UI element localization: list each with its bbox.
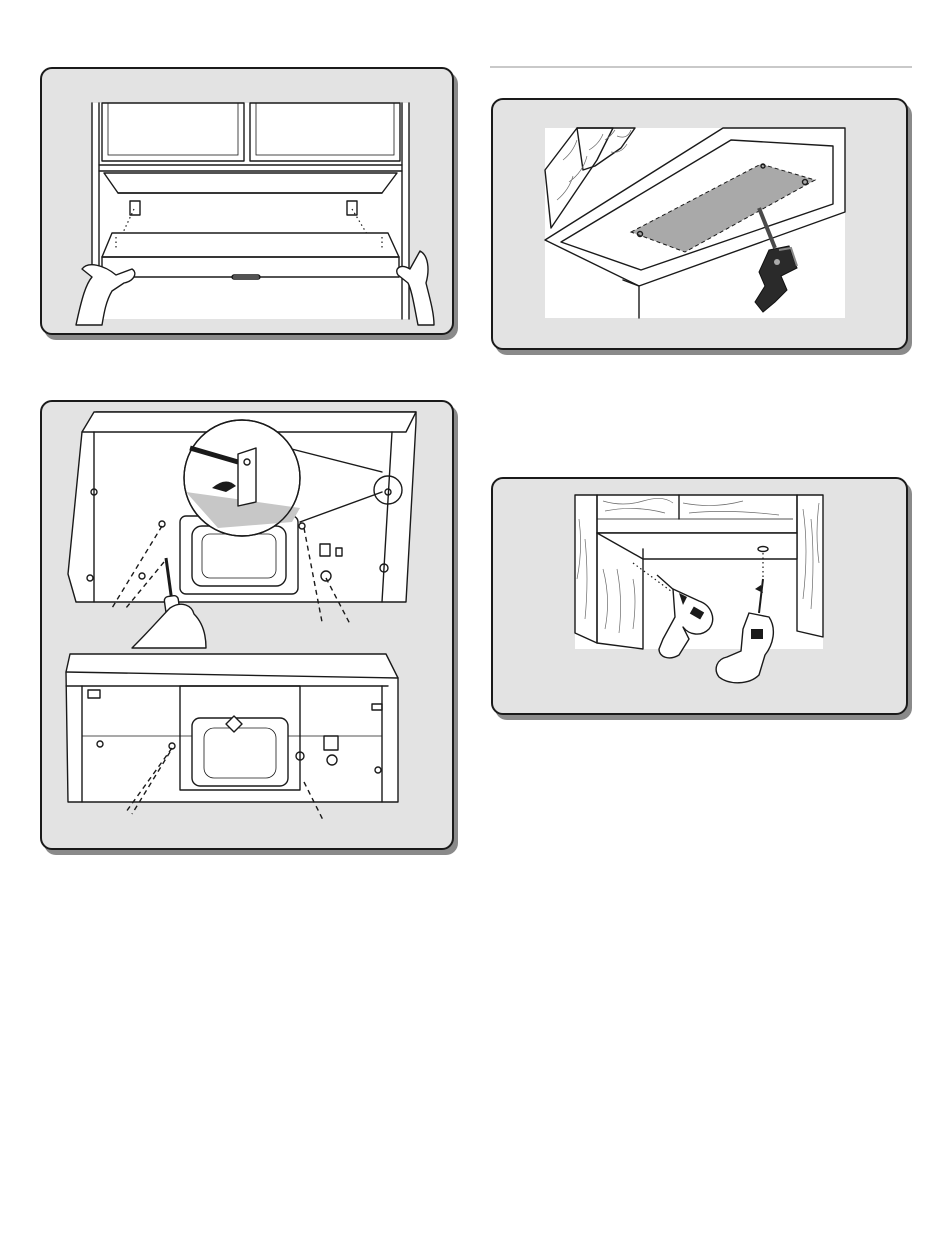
hood-screws-drawing xyxy=(42,402,452,848)
illustration-saw-cut xyxy=(491,98,908,350)
illustration-hood-screws xyxy=(40,400,454,850)
saw-cut-drawing xyxy=(493,100,906,348)
illustration-drill-holes xyxy=(491,477,908,715)
section-divider-rule xyxy=(490,66,912,68)
hand-icon xyxy=(132,604,206,648)
hood-lift-drawing xyxy=(42,69,452,333)
illustration-hood-lift xyxy=(40,67,454,335)
drill-holes-drawing xyxy=(493,479,906,713)
range-hood-icon xyxy=(102,233,399,257)
